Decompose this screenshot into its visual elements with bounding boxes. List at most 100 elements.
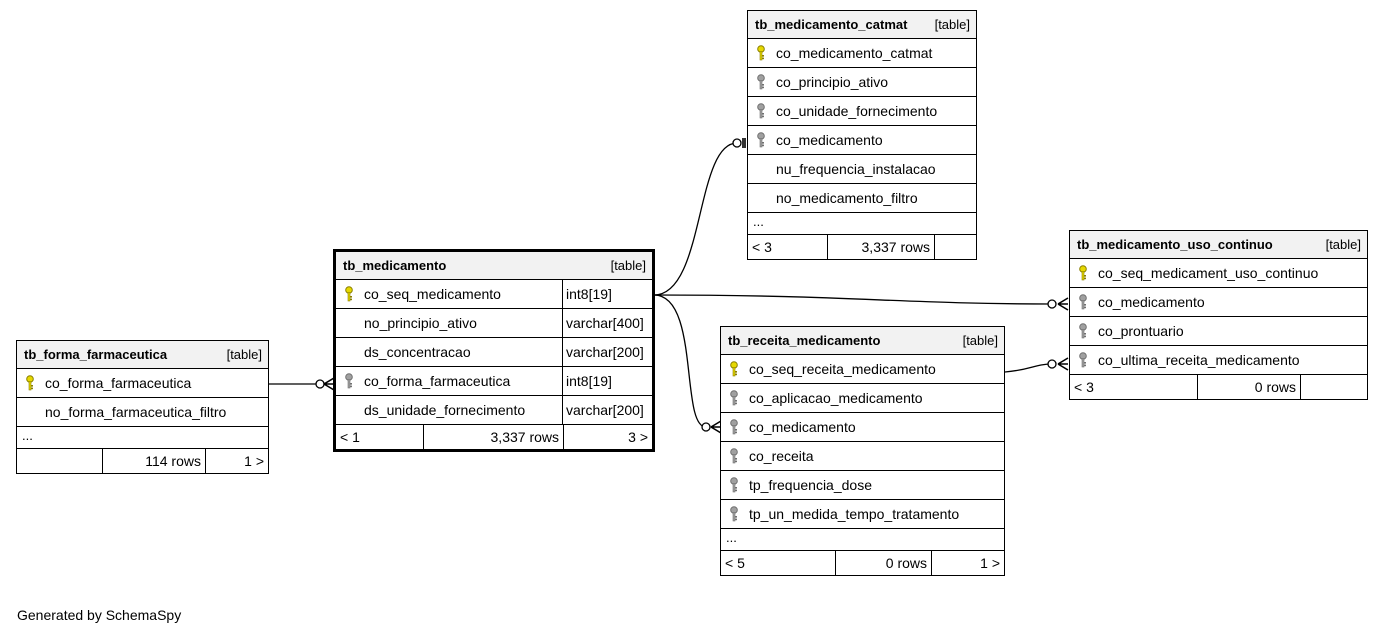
primary-key-icon <box>756 45 766 61</box>
column-type: varchar[400] <box>562 309 652 337</box>
column-name-cell: no_medicamento_filtro <box>748 190 976 206</box>
column-name: no_medicamento_filtro <box>776 190 918 206</box>
column-list: co_seq_medicament_uso_continuo co_medicam… <box>1070 259 1367 375</box>
column-name: tp_frequencia_dose <box>749 477 872 493</box>
column-row[interactable]: no_forma_farmaceutica_filtro <box>17 398 268 427</box>
column-name-cell: nu_frequencia_instalacao <box>748 161 976 177</box>
children-count[interactable]: 3 > <box>628 429 648 445</box>
children-count[interactable]: 1 > <box>980 555 1000 571</box>
edge-medicamento-to-receita <box>653 294 707 428</box>
column-row[interactable]: co_prontuario <box>1070 317 1367 346</box>
parents-count[interactable]: < 3 <box>748 235 828 259</box>
column-row[interactable]: tp_frequencia_dose <box>721 471 1004 500</box>
foreign-key-icon <box>729 419 739 435</box>
table-name: tb_receita_medicamento <box>728 333 881 348</box>
table-header: tb_receita_medicamento [table] <box>721 327 1004 355</box>
table-footer: < 3 3,337 rows <box>748 235 976 259</box>
parents-count[interactable]: < 5 <box>721 551 836 575</box>
column-row[interactable]: ds_unidade_fornecimento varchar[200] <box>336 396 652 425</box>
column-row[interactable]: co_unidade_fornecimento <box>748 97 976 126</box>
more-columns-ellipsis: ... <box>721 529 1004 551</box>
column-name-cell: co_medicamento <box>721 419 1004 435</box>
column-name: co_medicamento <box>749 419 856 435</box>
column-name: co_forma_farmaceutica <box>364 373 511 389</box>
table-name: tb_forma_farmaceutica <box>24 347 168 362</box>
row-count: 0 rows <box>836 551 932 575</box>
column-row[interactable]: co_medicamento <box>721 413 1004 442</box>
column-name: co_aplicacao_medicamento <box>749 390 923 406</box>
column-type: varchar[200] <box>562 396 652 424</box>
parents-count[interactable]: < 1 <box>336 425 424 449</box>
row-count: 0 rows <box>1198 375 1301 399</box>
table-footer: 114 rows 1 > <box>17 449 268 473</box>
edge-medicamento-to-catmat <box>653 142 738 296</box>
column-name: no_forma_farmaceutica_filtro <box>45 404 227 420</box>
table-name: tb_medicamento_uso_continuo <box>1077 237 1273 252</box>
foreign-key-icon <box>1078 294 1088 310</box>
column-row[interactable]: co_principio_ativo <box>748 68 976 97</box>
parents-count[interactable]: < 3 <box>1070 375 1198 399</box>
column-row[interactable]: co_medicamento <box>1070 288 1367 317</box>
children-count[interactable] <box>935 235 976 259</box>
column-name: co_unidade_fornecimento <box>776 103 938 119</box>
column-name-cell: co_forma_farmaceutica <box>17 375 268 391</box>
table-tb-receita-medicamento[interactable]: tb_receita_medicamento [table] co_seq_re… <box>720 326 1005 576</box>
foreign-key-icon <box>756 132 766 148</box>
column-row[interactable]: co_medicamento_catmat <box>748 39 976 68</box>
children-count[interactable]: 1 > <box>244 453 264 469</box>
column-name: ds_unidade_fornecimento <box>364 402 526 418</box>
column-name: co_medicamento <box>1098 294 1205 310</box>
column-row[interactable]: co_forma_farmaceutica <box>17 369 268 398</box>
crowfoot-zero-receita <box>701 422 711 432</box>
foreign-key-icon <box>729 448 739 464</box>
foreign-key-icon <box>729 477 739 493</box>
table-header: tb_medicamento_catmat [table] <box>748 11 976 39</box>
children-count[interactable] <box>1301 375 1367 399</box>
table-tb-medicamento[interactable]: tb_medicamento [table] co_seq_medicament… <box>333 249 655 452</box>
column-name: co_seq_medicamento <box>364 286 501 302</box>
column-row[interactable]: no_medicamento_filtro <box>748 184 976 213</box>
column-row[interactable]: co_receita <box>721 442 1004 471</box>
parents-count[interactable] <box>17 449 103 473</box>
table-kind: [table] <box>934 17 970 32</box>
table-tb-forma-farmaceutica[interactable]: tb_forma_farmaceutica [table] co_forma_f… <box>16 340 269 474</box>
column-row[interactable]: co_ultima_receita_medicamento <box>1070 346 1367 375</box>
table-tb-medicamento-uso-continuo[interactable]: tb_medicamento_uso_continuo [table] co_s… <box>1069 230 1368 400</box>
column-type: int8[19] <box>562 367 652 395</box>
column-name-cell: co_prontuario <box>1070 323 1367 339</box>
column-name-cell: co_seq_receita_medicamento <box>721 361 1004 377</box>
table-tb-medicamento-catmat[interactable]: tb_medicamento_catmat [table] co_medicam… <box>747 10 977 260</box>
primary-key-icon <box>1078 265 1088 281</box>
crowfoot-zero-uso-1 <box>1047 299 1057 309</box>
column-name: co_medicamento_catmat <box>776 45 933 61</box>
column-row[interactable]: co_aplicacao_medicamento <box>721 384 1004 413</box>
column-type: varchar[200] <box>562 338 652 366</box>
column-name-cell: co_medicamento_catmat <box>748 45 976 61</box>
column-name: tp_un_medida_tempo_tratamento <box>749 506 960 522</box>
edge-receita-to-uso <box>1004 363 1053 373</box>
column-name: co_seq_medicament_uso_continuo <box>1098 265 1319 281</box>
generated-by-label: Generated by SchemaSpy <box>17 607 182 623</box>
column-name-cell: ds_concentracao <box>336 344 562 360</box>
column-name-cell: co_medicamento <box>748 132 976 148</box>
more-columns-ellipsis: ... <box>17 427 268 449</box>
table-name: tb_medicamento <box>343 258 447 273</box>
column-row[interactable]: co_seq_receita_medicamento <box>721 355 1004 384</box>
column-row[interactable]: tp_un_medida_tempo_tratamento <box>721 500 1004 529</box>
table-footer: < 3 0 rows <box>1070 375 1367 399</box>
table-name: tb_medicamento_catmat <box>755 17 908 32</box>
table-kind: [table] <box>610 258 646 273</box>
column-row[interactable]: co_medicamento <box>748 126 976 155</box>
column-name: nu_frequencia_instalacao <box>776 161 936 177</box>
column-row[interactable]: co_forma_farmaceutica int8[19] <box>336 367 652 396</box>
column-row[interactable]: co_seq_medicament_uso_continuo <box>1070 259 1367 288</box>
foreign-key-icon <box>756 103 766 119</box>
table-footer: < 5 0 rows 1 > <box>721 551 1004 575</box>
crowfoot-zero-forma <box>315 379 325 389</box>
column-row[interactable]: nu_frequencia_instalacao <box>748 155 976 184</box>
